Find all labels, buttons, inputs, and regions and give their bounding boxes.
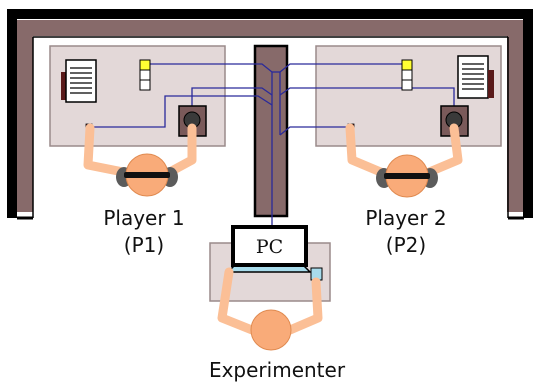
paper-sheet-icon (457, 55, 494, 99)
experimenter-label: Experimenter (209, 358, 346, 382)
monitor-icon (226, 225, 312, 273)
push-button-icon (178, 105, 207, 137)
signal-light-icon (139, 59, 151, 91)
person-with-headphones-icon (83, 123, 197, 197)
player-1-code: (P1) (124, 233, 164, 257)
person-with-headphones-icon (345, 123, 463, 198)
person-icon (217, 267, 323, 351)
player-2-name: Player 2 (365, 206, 446, 230)
pc-label: PC (256, 236, 283, 258)
paper-sheet-icon (61, 59, 97, 103)
room-walls (7, 9, 533, 220)
player-2-code: (P2) (386, 233, 426, 257)
wiring (90, 63, 455, 268)
signal-light-icon (401, 59, 413, 91)
central-divider (253, 44, 289, 218)
player-1-name: Player 1 (103, 206, 184, 230)
